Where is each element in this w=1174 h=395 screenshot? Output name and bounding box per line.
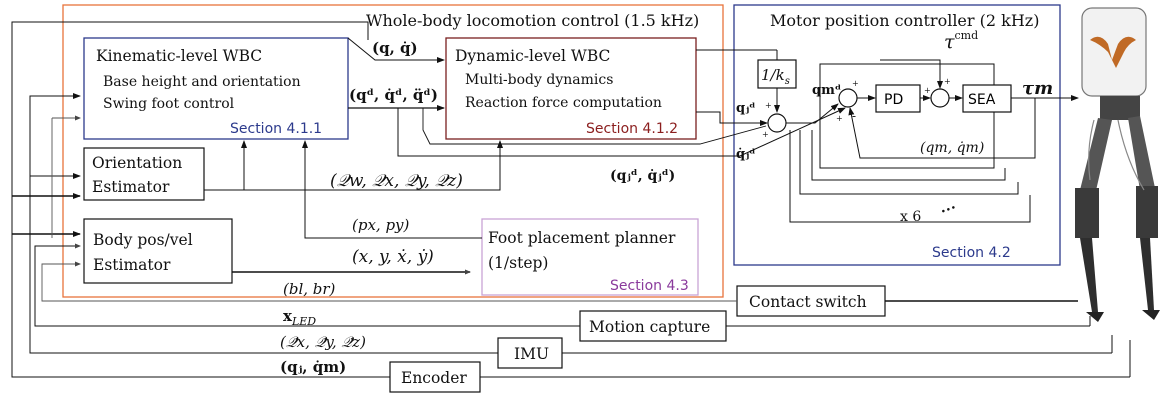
sea-label: SEA: [968, 92, 996, 108]
qj-qm-label: (qⱼ, q̇m): [280, 358, 346, 376]
gain-label: 1/ks: [761, 66, 790, 87]
wire-qj-pair: [422, 108, 767, 145]
plus-sign-2: +: [762, 130, 769, 139]
joint-stack-frame-4: [789, 130, 1031, 223]
kinematic-wbc-line1: Base height and orientation: [103, 74, 301, 90]
qd-triplet-label: (qᵈ, q̇ᵈ, q̈ᵈ): [349, 86, 438, 104]
robot-left-knee: [1075, 188, 1099, 238]
plus-sign-6: +: [944, 77, 951, 86]
robot-left-shin: [1080, 238, 1098, 312]
wire-mocap: [34, 243, 580, 327]
foot-planner-line1: Foot placement planner: [488, 229, 676, 247]
sum-junction-joint: [767, 113, 787, 133]
wbc-group-frame: [62, 4, 724, 298]
robot-hip: [1100, 96, 1140, 120]
orientation-estimator-line1: Orientation: [92, 154, 182, 172]
more-joints-dots: •••: [940, 203, 958, 218]
dynamic-wbc-title: Dynamic-level WBC: [455, 47, 610, 65]
dynamic-wbc-line1: Multi-body dynamics: [465, 72, 613, 88]
wire-qjd-dot: [397, 107, 846, 157]
imu-label: IMU: [514, 345, 549, 363]
body-estimator-block: [83, 218, 233, 284]
sum-junction-motor: [838, 88, 858, 108]
kinematic-wbc-section: Section 4.1.1: [230, 121, 322, 137]
wire-qjd-to-sum: [696, 111, 768, 126]
plus-sign-5: +: [924, 86, 931, 95]
wire-q-to-dynamic: [347, 37, 445, 63]
robot-left-thigh: [1080, 118, 1112, 195]
robot-left-foot: [1086, 312, 1104, 322]
sum-junction-torque: [930, 88, 950, 108]
pxpy-label: (px, py): [352, 216, 410, 234]
sea-block: [962, 84, 1012, 113]
qjd-label: qⱼᵈ: [736, 101, 756, 116]
robot-right-thigh: [1128, 116, 1155, 190]
foot-planner-line2: (1/step): [488, 254, 548, 272]
kinematic-wbc-line2: Swing foot control: [103, 96, 235, 112]
blbr-label: (bl, br): [283, 280, 336, 298]
joint-stack-frame-1: [819, 63, 995, 169]
wire-encoder: [11, 21, 390, 378]
quat-label: (𝒬w, 𝒬x, 𝒬y, 𝒬z): [330, 171, 463, 191]
wire-foot-to-kinematic: [302, 140, 482, 239]
orientation-estimator-block: [83, 147, 205, 201]
robot-right-foot: [1142, 310, 1160, 320]
robot-torso: [1081, 7, 1147, 97]
wbc-group-title: Whole-body locomotion control (1.5 kHz): [366, 11, 699, 30]
body-estimator-line1: Body pos/vel: [93, 231, 193, 249]
q-qdot-label: (q, q̇): [372, 39, 418, 57]
plus-sign-1: +: [765, 101, 772, 110]
joint-stack-frame-2: [811, 130, 1006, 181]
plus-sign-3: +: [852, 79, 859, 88]
body-estimator-line2: Estimator: [93, 256, 171, 274]
dynamic-wbc-line2: Reaction force computation: [465, 95, 662, 111]
encoder-block: [389, 361, 481, 393]
foot-planner-block: [481, 218, 699, 296]
robot-longhorn-logo: [1090, 36, 1136, 68]
wire-orient-to-wbc: [204, 140, 503, 191]
joint-count-label: x 6: [900, 209, 921, 225]
wire-imu: [29, 93, 498, 354]
motion-capture-label: Motion capture: [589, 318, 710, 336]
xy-state-label: (x, y, ẋ, ẏ): [352, 247, 434, 267]
foot-planner-section: Section 4.3: [610, 278, 689, 294]
contact-switch-label: Contact switch: [749, 293, 867, 311]
quat-dot-label: (𝒬̇x, 𝒬̇y, 𝒬̇z): [280, 333, 366, 351]
robot-wiring: [1088, 119, 1145, 191]
pd-label: PD: [884, 92, 903, 108]
orientation-estimator-line2: Estimator: [92, 178, 170, 196]
qm-state-label: (qm, q̇m): [920, 140, 984, 156]
xled-label: xLED: [283, 307, 316, 328]
wire-sumj-to-summ: [786, 103, 839, 124]
encoder-label: Encoder: [401, 369, 467, 387]
motor-group-frame: [733, 4, 1061, 266]
motor-section-label: Section 4.2: [932, 245, 1011, 261]
wire-contact: [41, 261, 737, 302]
wire-tau-cmd: [880, 59, 943, 89]
plus-sign-4: +: [836, 114, 843, 123]
qjd-dot-label: q̇ⱼᵈ: [736, 147, 756, 162]
wire-motor-feedback: [848, 98, 1036, 159]
dynamic-wbc-block: [445, 37, 697, 140]
robot-right-shin: [1140, 238, 1154, 310]
qmd-label: qmᵈ: [812, 83, 841, 98]
gain-block: [757, 59, 797, 89]
bipedal-robot-illustration: [1075, 7, 1160, 322]
joint-stack-frame-3: [799, 130, 1019, 195]
tau-cmd-label: τcmd: [944, 29, 978, 53]
dynamic-wbc-section: Section 4.1.2: [586, 121, 678, 137]
kinematic-wbc-title: Kinematic-level WBC: [96, 47, 262, 65]
tau-m-label: τm: [1022, 78, 1053, 99]
qj-pair-label: (qⱼᵈ, q̇ⱼᵈ): [610, 167, 675, 184]
kinematic-wbc-block: [83, 37, 349, 140]
robot-right-knee: [1136, 186, 1158, 238]
minus-sign: -: [852, 109, 856, 123]
motor-group-title: Motor position controller (2 kHz): [770, 11, 1039, 30]
